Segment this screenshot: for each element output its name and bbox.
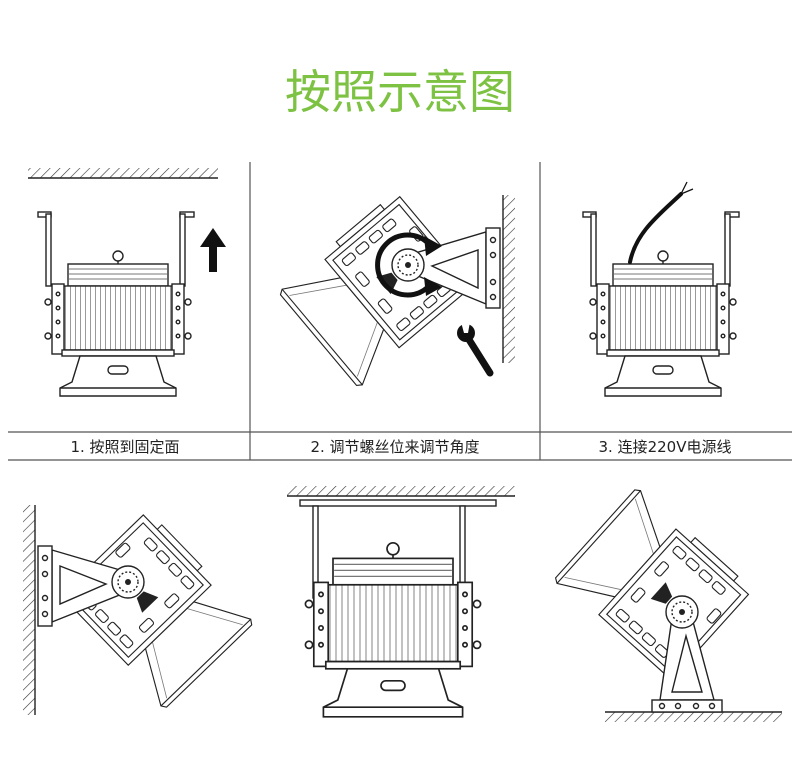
step-2-illustration [276, 191, 515, 389]
arrow-up-icon [200, 228, 226, 272]
adjustment-screw [391, 248, 425, 282]
page-title: 按照示意图 [285, 65, 515, 119]
floodlight-side-view [552, 485, 754, 685]
step-1-caption: 1. 按照到固定面 [70, 438, 179, 456]
floodlight-front-view [589, 250, 737, 397]
step-3-illustration [582, 181, 740, 397]
wrench-icon [457, 322, 494, 377]
adjustment-screw [111, 565, 145, 599]
wall-mount-illustration [23, 505, 256, 715]
ceiling-hatch [287, 486, 515, 496]
ceiling-mount-illustration [287, 486, 515, 718]
step-3-caption: 3. 连接220V电源线 [599, 438, 732, 456]
wall-bracket [37, 545, 123, 627]
rotate-arrows-icon [375, 232, 442, 298]
step-2-caption: 2. 调节螺丝位来调节角度 [310, 438, 479, 456]
floodlight-side-view [56, 509, 256, 710]
power-cable [628, 181, 694, 264]
floodlight-side-view [276, 191, 478, 389]
floodlight-front-view [304, 541, 482, 718]
top-panel-frame [8, 162, 792, 461]
adjustment-screw [665, 595, 699, 629]
floor-mount-illustration [552, 485, 782, 722]
wall-hatch [23, 505, 35, 715]
floodlight-front-view [44, 250, 192, 397]
step-1-illustration [28, 168, 226, 397]
ceiling-hatch [28, 168, 218, 178]
floor-bracket [651, 617, 723, 713]
wall-hatch [503, 195, 515, 363]
floor-hatch [605, 712, 782, 722]
